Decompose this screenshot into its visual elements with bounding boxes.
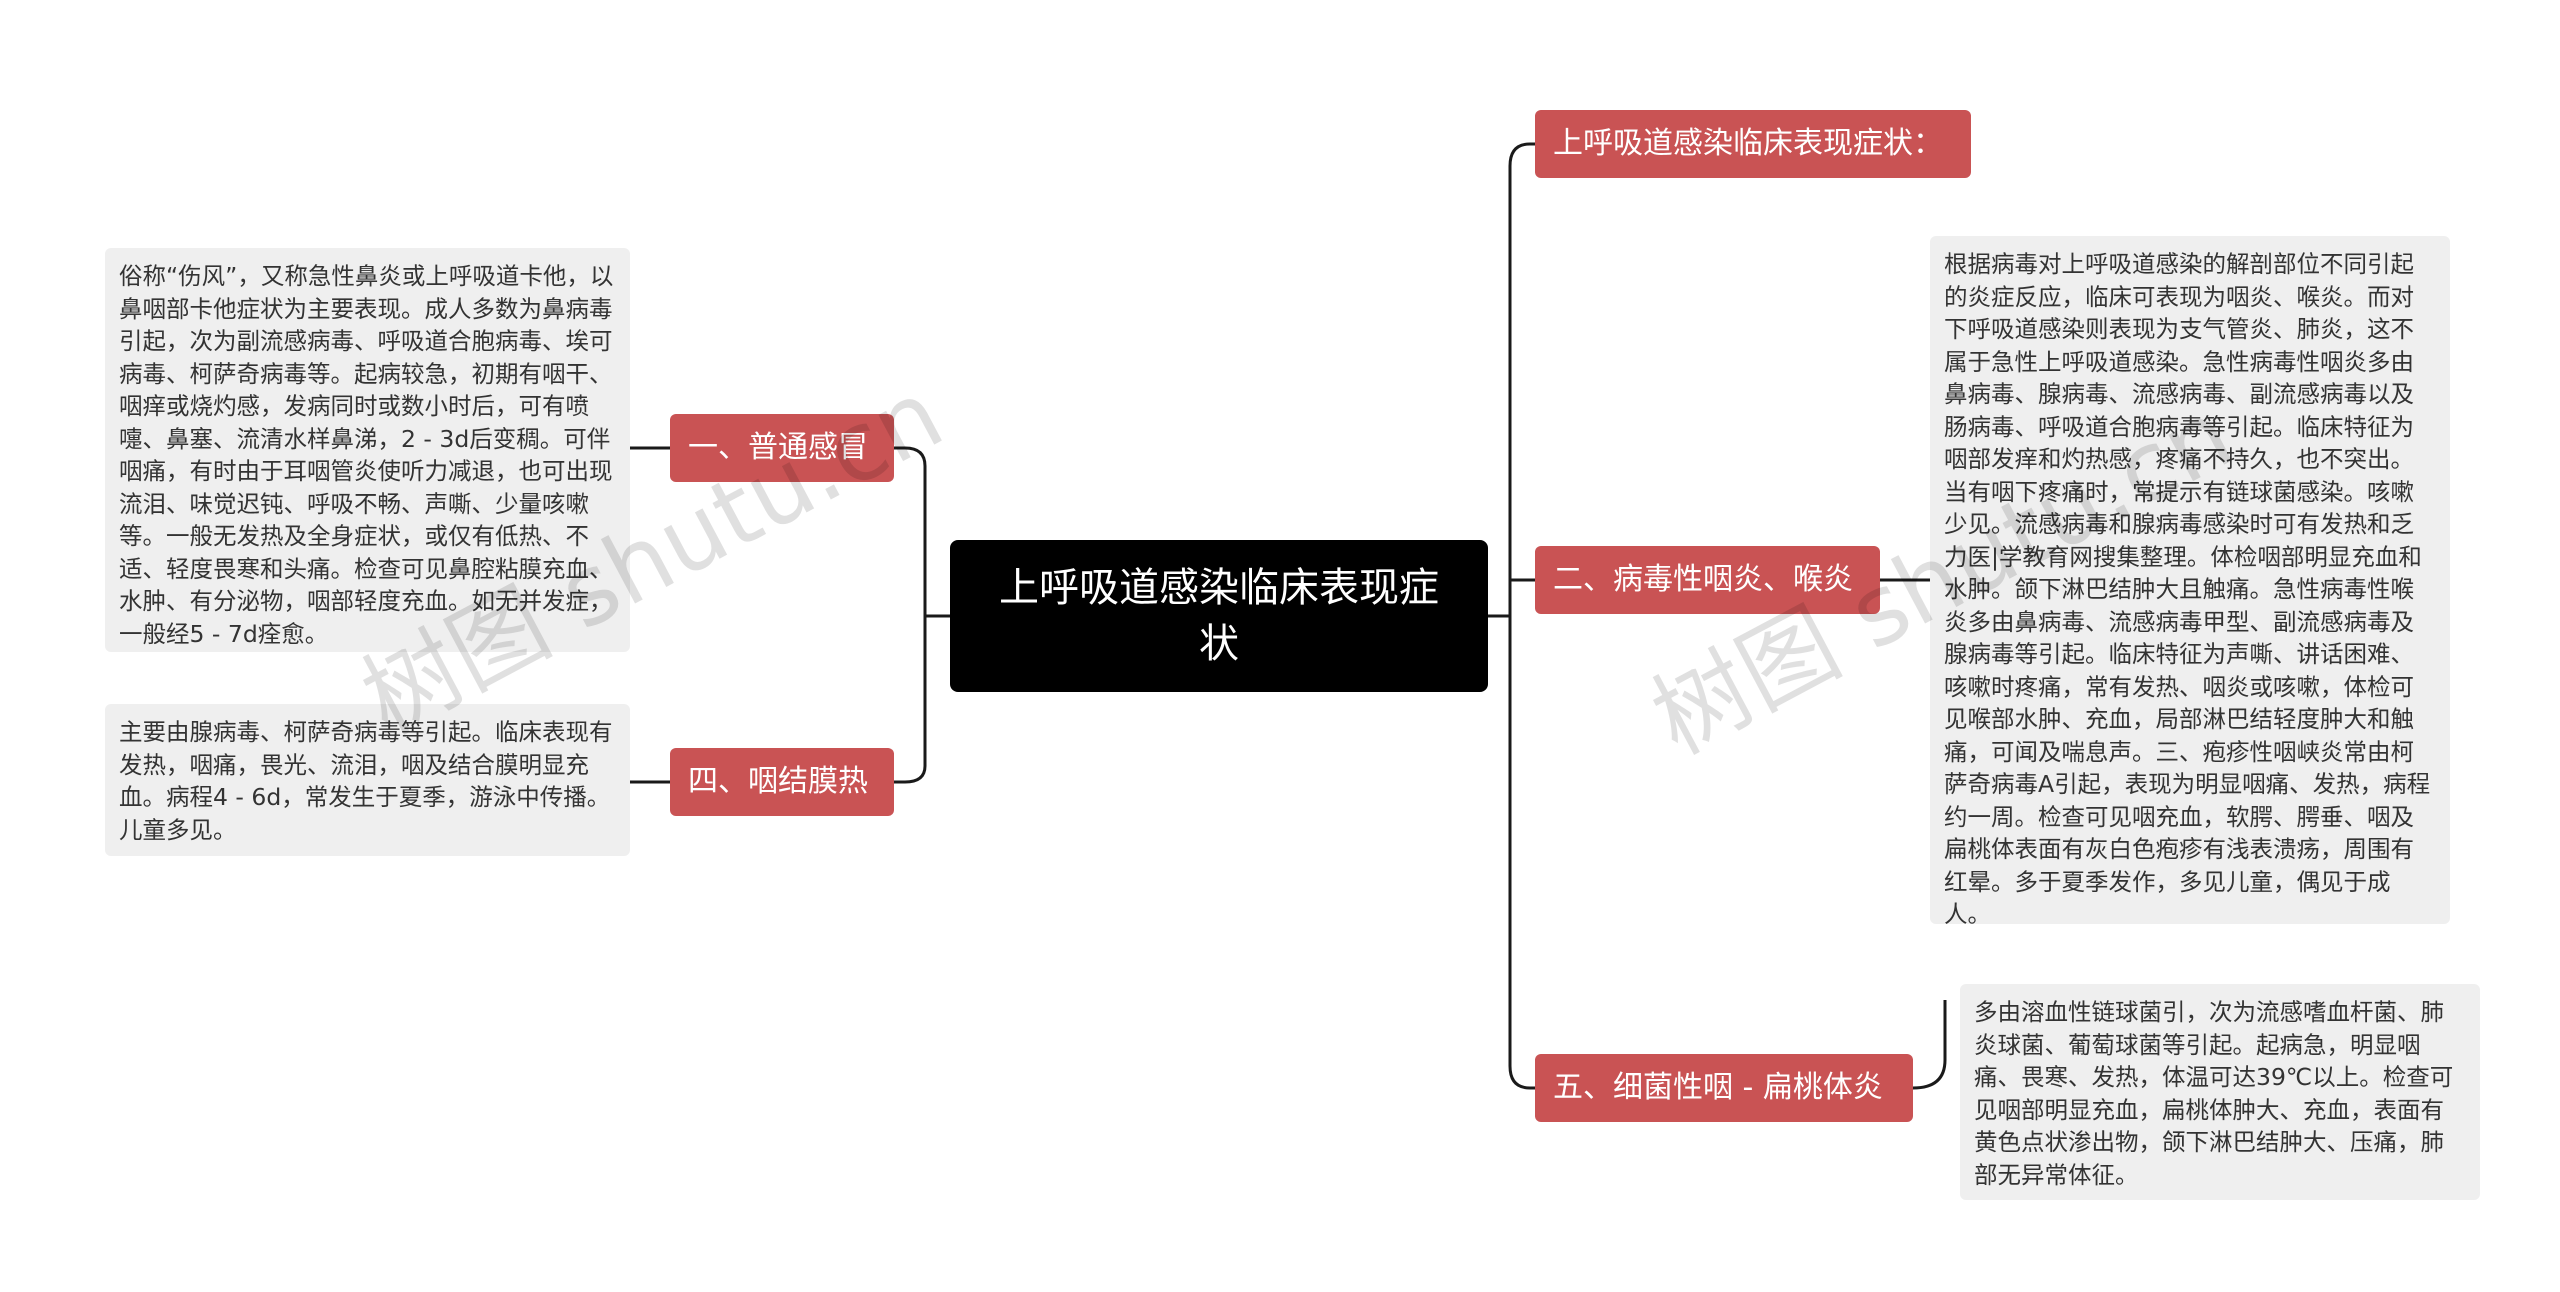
central-topic-label: 上呼吸道感染临床表现症状 bbox=[999, 565, 1439, 667]
detail-common-cold-text: 俗称“伤风”，又称急性鼻炎或上呼吸道卡他，以鼻咽部卡他症状为主要表现。成人多数为… bbox=[119, 262, 614, 648]
topic-bacterial-tonsillitis-label: 五、细菌性咽 - 扁桃体炎 bbox=[1553, 1070, 1883, 1105]
connector-to-symptoms-header bbox=[1508, 142, 1535, 167]
topic-viral-pharyngitis[interactable]: 二、病毒性咽炎、喉炎 bbox=[1535, 546, 1880, 614]
topic-symptoms-header-label: 上呼吸道感染临床表现症状： bbox=[1553, 126, 1943, 161]
detail-common-cold: 俗称“伤风”，又称急性鼻炎或上呼吸道卡他，以鼻咽部卡他症状为主要表现。成人多数为… bbox=[105, 248, 630, 652]
detail-viral-pharyngitis-text: 根据病毒对上呼吸道感染的解剖部位不同引起的炎症反应，临床可表现为咽炎、喉炎。而对… bbox=[1944, 250, 2431, 928]
topic-conjunctivitis-fever-label: 四、咽结膜热 bbox=[688, 764, 868, 799]
connector-to-bacterial-tonsillitis bbox=[1508, 1065, 1535, 1090]
connector-to-common-cold bbox=[893, 446, 927, 467]
topic-common-cold[interactable]: 一、普通感冒 bbox=[670, 414, 894, 482]
connector-bacterial-detail bbox=[1912, 1000, 1947, 1090]
topic-viral-pharyngitis-label: 二、病毒性咽炎、喉炎 bbox=[1553, 562, 1853, 597]
topic-common-cold-label: 一、普通感冒 bbox=[688, 430, 868, 465]
detail-viral-pharyngitis: 根据病毒对上呼吸道感染的解剖部位不同引起的炎症反应，临床可表现为咽炎、喉炎。而对… bbox=[1930, 236, 2450, 928]
detail-bacterial-tonsillitis-text: 多由溶血性链球菌引，次为流感嗜血杆菌、肺炎球菌、葡萄球菌等引起。起病急，明显咽痛… bbox=[1974, 998, 2454, 1189]
topic-conjunctivitis-fever[interactable]: 四、咽结膜热 bbox=[670, 748, 894, 816]
topic-bacterial-tonsillitis[interactable]: 五、细菌性咽 - 扁桃体炎 bbox=[1535, 1054, 1913, 1122]
connector-to-conjunctivitis-fever bbox=[893, 765, 927, 784]
central-topic[interactable]: 上呼吸道感染临床表现症状 bbox=[950, 540, 1488, 692]
topic-symptoms-header[interactable]: 上呼吸道感染临床表现症状： bbox=[1535, 110, 1971, 178]
detail-bacterial-tonsillitis: 多由溶血性链球菌引，次为流感嗜血杆菌、肺炎球菌、葡萄球菌等引起。起病急，明显咽痛… bbox=[1960, 984, 2480, 1200]
detail-conjunctivitis-fever-text: 主要由腺病毒、柯萨奇病毒等引起。临床表现有发热，咽痛，畏光、流泪，咽及结合膜明显… bbox=[119, 718, 613, 844]
detail-conjunctivitis-fever: 主要由腺病毒、柯萨奇病毒等引起。临床表现有发热，咽痛，畏光、流泪，咽及结合膜明显… bbox=[105, 704, 630, 856]
